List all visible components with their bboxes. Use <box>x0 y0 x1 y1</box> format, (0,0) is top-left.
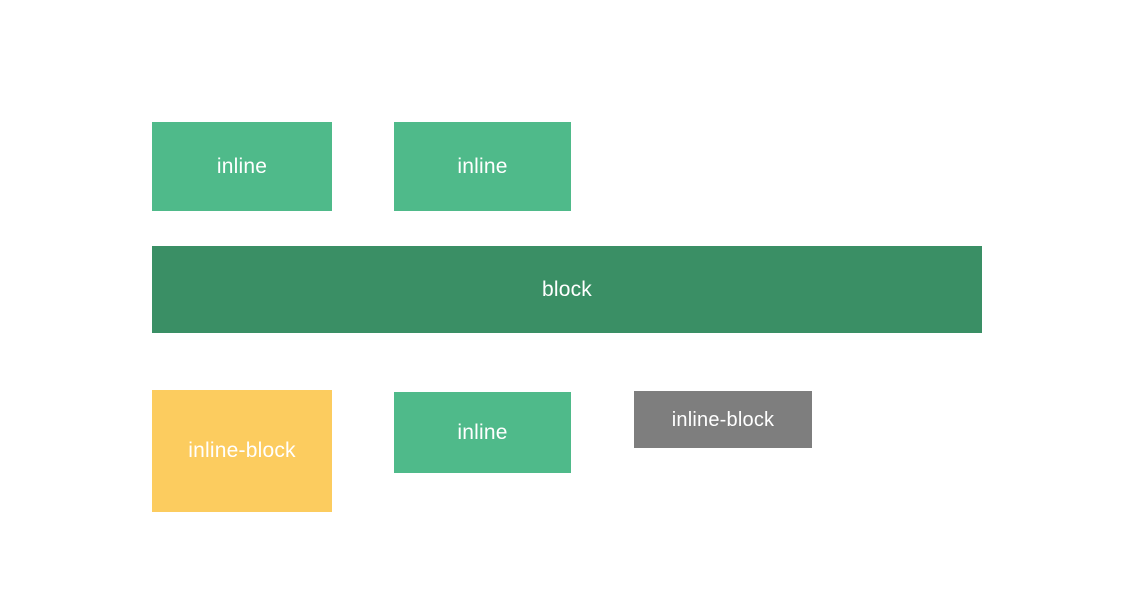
inline-block-box-gray: inline-block <box>634 391 812 448</box>
inline-box-1-label: inline <box>216 154 268 178</box>
block-box-label: block <box>541 277 593 301</box>
inline-block-box-gray-label: inline-block <box>671 408 775 431</box>
inline-box-2: inline <box>394 122 571 211</box>
inline-block-box-yellow: inline-block <box>152 390 332 512</box>
inline-box-2-label: inline <box>457 154 508 178</box>
inline-block-box-yellow-label: inline-block <box>188 439 296 463</box>
block-box: block <box>152 246 982 333</box>
inline-box-1: inline <box>152 122 332 211</box>
inline-box-3: inline <box>394 392 571 473</box>
inline-box-3-label: inline <box>457 420 508 444</box>
